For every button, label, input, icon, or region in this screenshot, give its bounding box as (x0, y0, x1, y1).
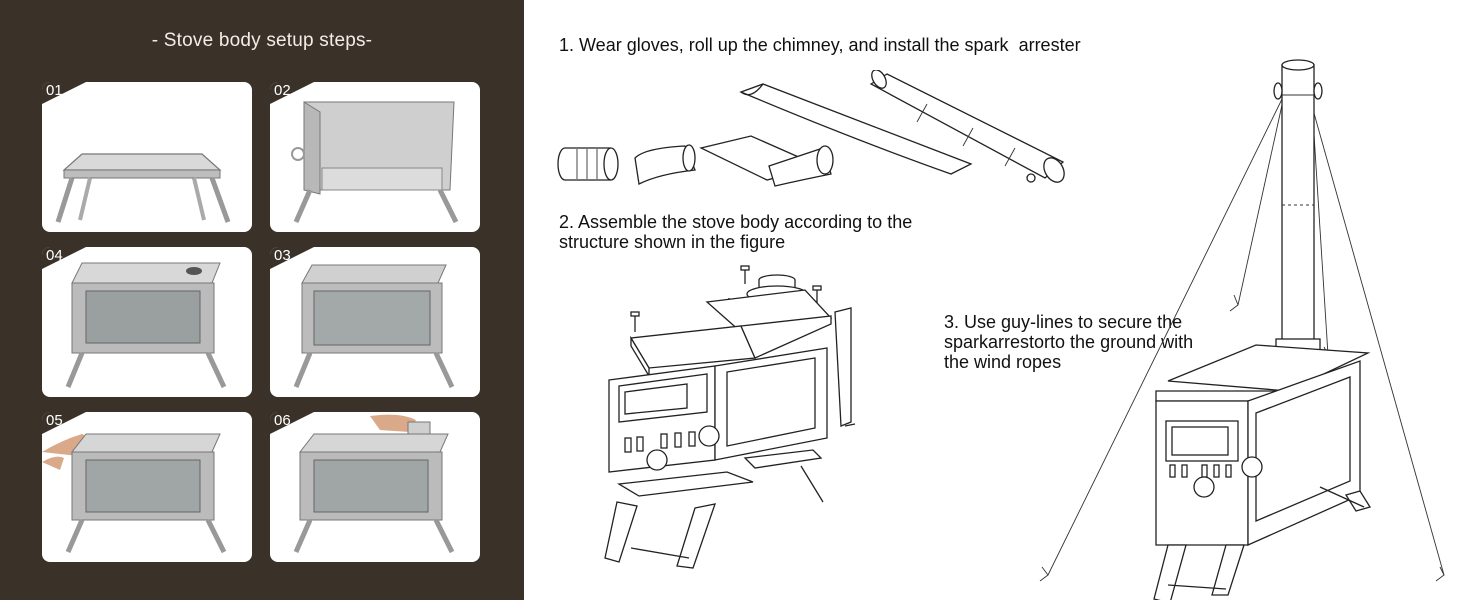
step-card-01: 01 (42, 82, 252, 232)
setup-steps-panel: - Stove body setup steps- 01 02 04 (0, 0, 524, 600)
instruction-step-3-line-3: the wind ropes (944, 352, 1062, 372)
stove-body-assembled-photo (293, 264, 455, 389)
step-number: 01 (46, 82, 63, 99)
card-corner-notch (270, 82, 314, 104)
step-number: 04 (46, 247, 63, 264)
setup-steps-title: - Stove body setup steps- (151, 30, 373, 51)
card-corner-notch (270, 412, 314, 434)
step-number: 03 (274, 247, 291, 264)
instruction-step-2-line-2: structure shown in the figure (559, 232, 786, 252)
step-card-05: 05 (42, 412, 252, 562)
stove-with-guy-lines-diagram (1039, 59, 1445, 600)
card-corner-notch (42, 82, 86, 104)
hands-attaching-top-plate-photo (42, 433, 227, 554)
stove-exploded-assembly-diagram (604, 265, 856, 569)
step-number: 02 (274, 82, 291, 99)
step-card-04: 04 (42, 247, 252, 397)
card-corner-notch (42, 412, 86, 434)
step-card-06: 06 (270, 412, 480, 562)
instruction-step-2-line-1: 2. Assemble the stove body according to … (559, 212, 913, 232)
stove-side-panels-folded-photo (291, 101, 459, 224)
step-card-03: 03 (270, 247, 480, 397)
hands-installing-chimney-collar-photo (293, 414, 455, 554)
step-number: 06 (274, 412, 291, 429)
chimney-parts-diagram (557, 70, 1065, 187)
stove-top-plates-installed-photo (65, 262, 227, 389)
step-card-02: 02 (270, 82, 480, 232)
instruction-step-1: 1. Wear gloves, roll up the chimney, and… (559, 35, 1081, 55)
card-corner-notch (270, 247, 314, 269)
card-corner-notch (42, 247, 86, 269)
instruction-step-3-line-2: sparkarrestorto the ground with (944, 332, 1194, 352)
instruction-step-3-line-1: 3. Use guy-lines to secure the (944, 312, 1183, 332)
step-number: 05 (46, 412, 63, 429)
stove-frame-with-legs-photo (55, 153, 231, 223)
